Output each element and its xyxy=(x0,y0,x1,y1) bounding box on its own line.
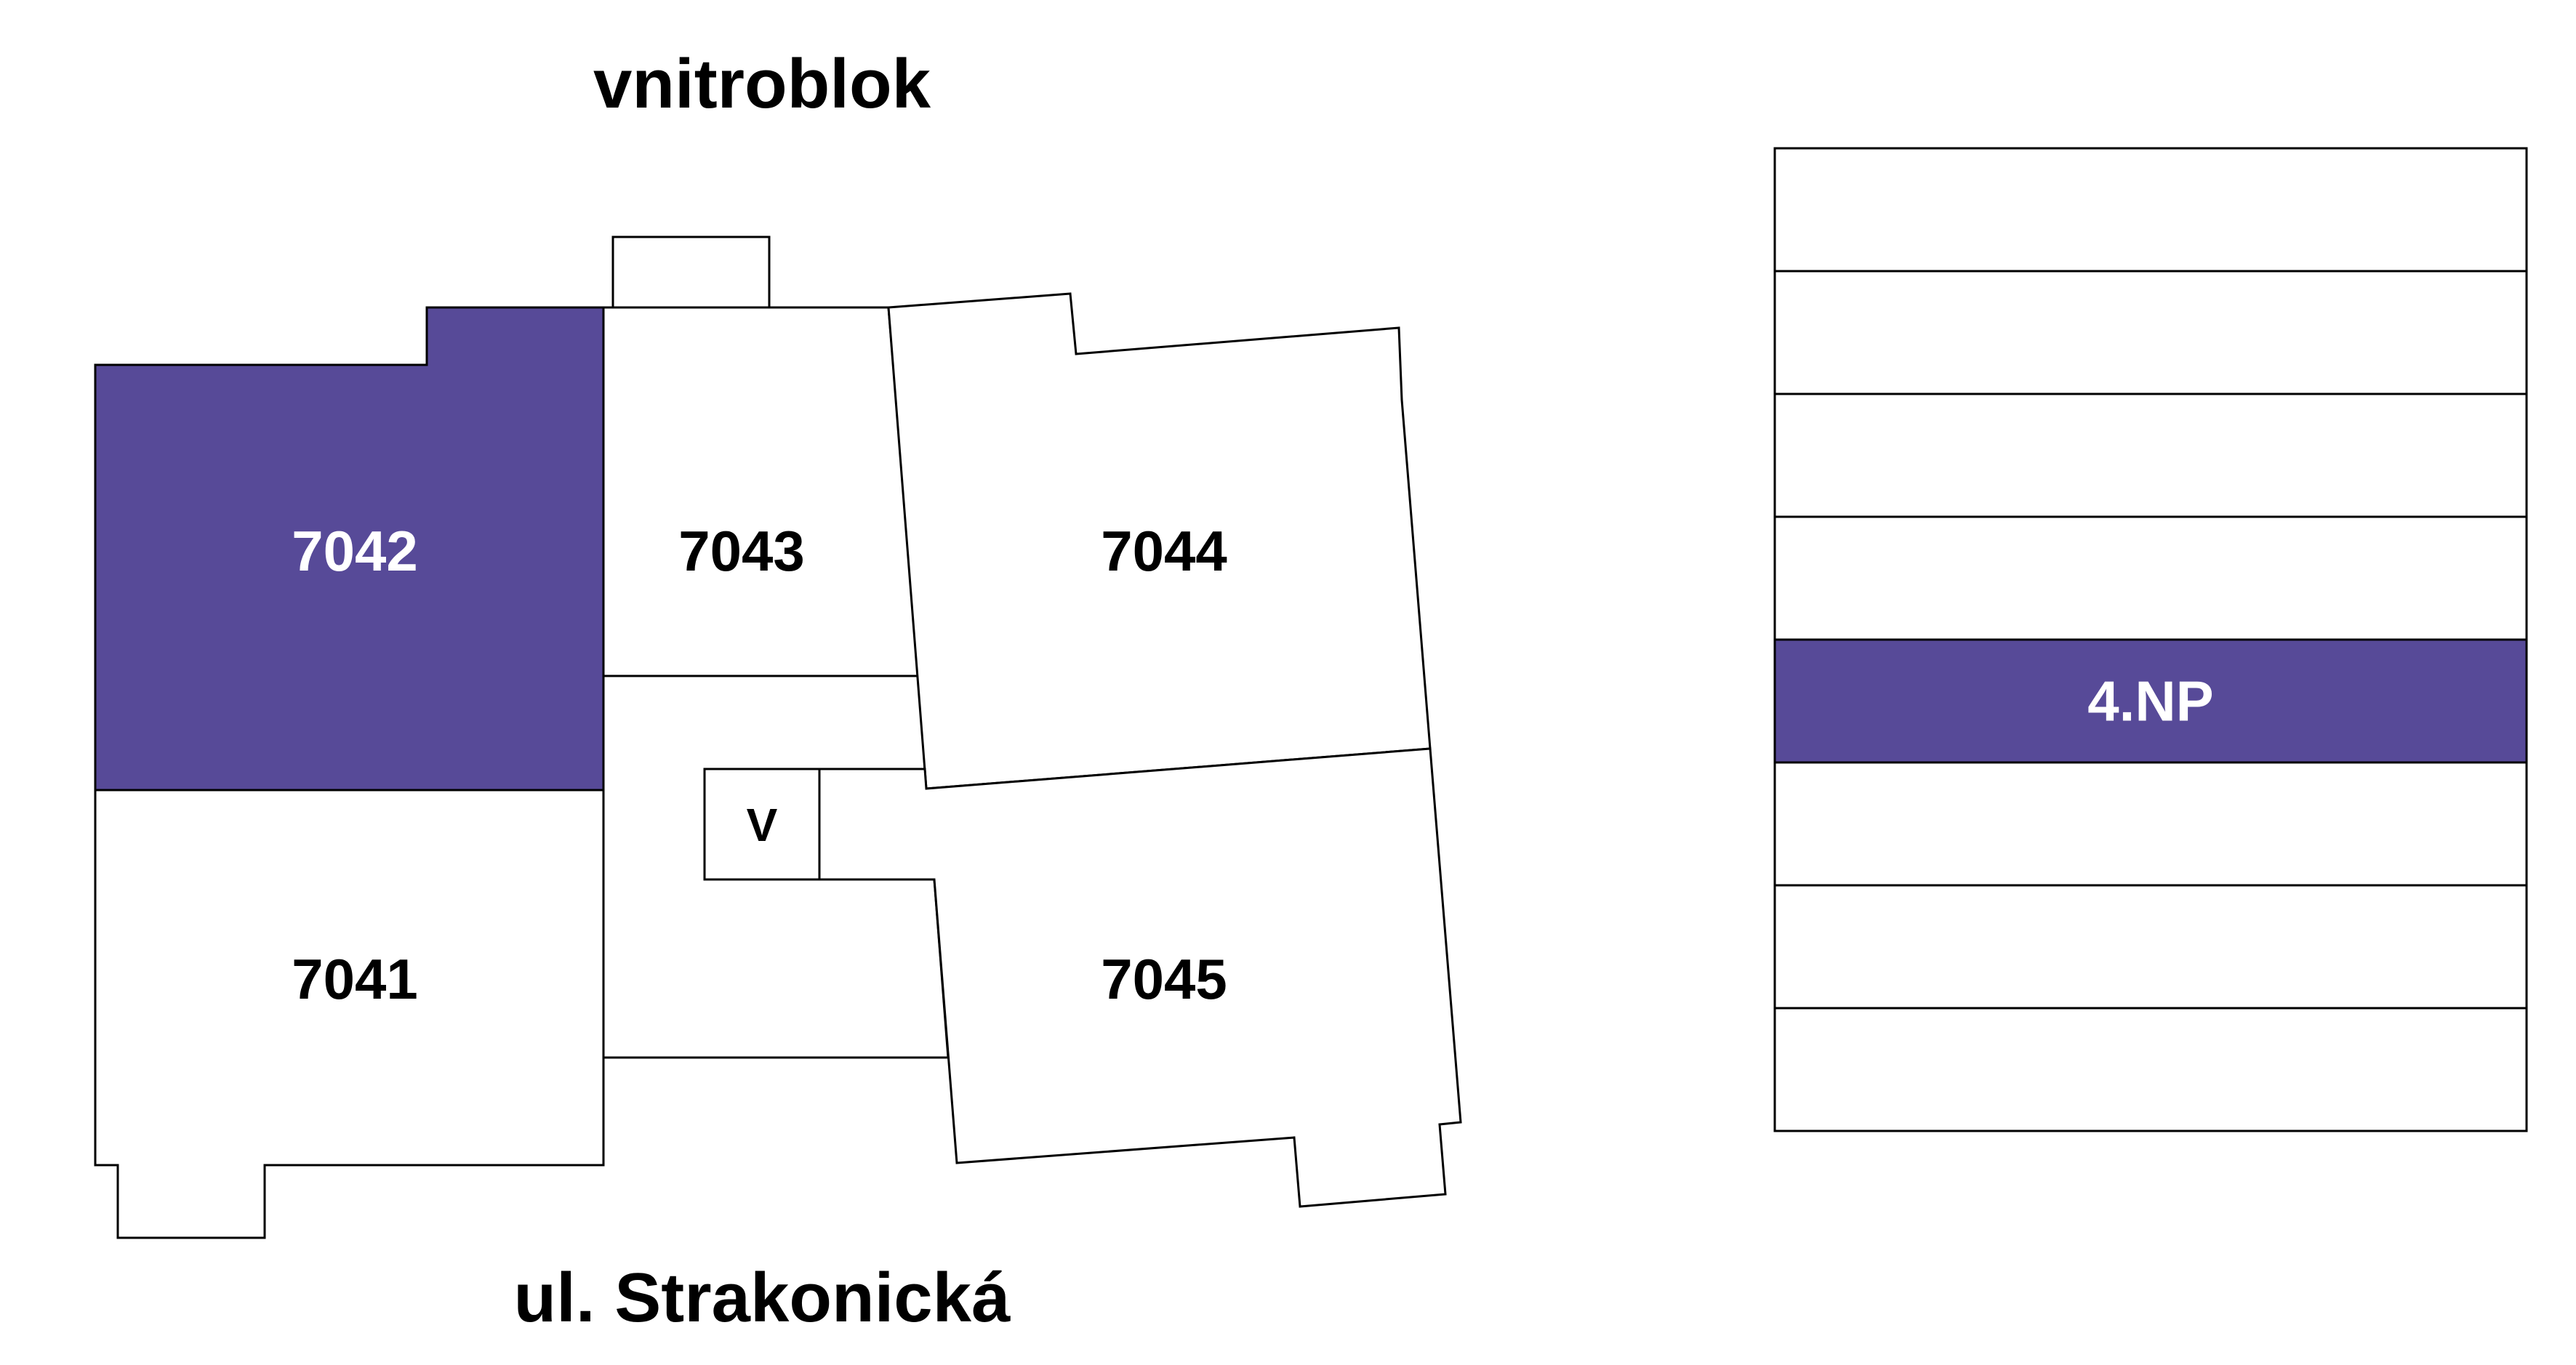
unit-7043[interactable]: 7043 xyxy=(602,306,920,677)
floor-row[interactable] xyxy=(1773,884,2528,1010)
floor-row[interactable] xyxy=(1773,392,2528,518)
unit-7043-shape[interactable] xyxy=(602,306,920,677)
floor-row[interactable] xyxy=(1773,1007,2528,1132)
floor-row-box[interactable] xyxy=(1773,761,2528,887)
unit-7041[interactable]: 7041 xyxy=(94,789,605,1239)
unit-7042-label: 7042 xyxy=(292,519,418,583)
floor-row-box[interactable] xyxy=(1773,884,2528,1010)
street-heading: ul. Strakonická xyxy=(514,1259,1011,1337)
floor-row-box[interactable] xyxy=(1773,392,2528,518)
floor-row-box[interactable] xyxy=(1773,515,2528,641)
floor-row[interactable] xyxy=(1773,270,2528,395)
floor-row[interactable] xyxy=(1773,761,2528,887)
floor-row[interactable] xyxy=(1773,147,2528,273)
unit-7045-shape[interactable] xyxy=(818,747,1462,1208)
elevator-label: V xyxy=(747,799,778,851)
unit-7043-label: 7043 xyxy=(678,519,805,583)
unit-7044-label: 7044 xyxy=(1101,519,1227,583)
floor-selector: 4.NP xyxy=(1773,147,2528,1132)
unit-7044[interactable]: 7044 xyxy=(887,292,1432,790)
elevator: V xyxy=(703,768,821,881)
floor-row-label: 4.NP xyxy=(2087,669,2213,733)
unit-7042[interactable]: 7042 xyxy=(94,306,605,792)
courtyard-heading: vnitroblok xyxy=(593,45,931,123)
unit-7045[interactable]: 7045 xyxy=(818,747,1462,1208)
floor-row-box[interactable] xyxy=(1773,147,2528,273)
floor-row-box[interactable] xyxy=(1773,1007,2528,1132)
floor-row-box[interactable] xyxy=(1773,270,2528,395)
floor-row[interactable]: 4.NP xyxy=(1773,638,2528,764)
unit-7041-label: 7041 xyxy=(292,947,418,1011)
floor-row[interactable] xyxy=(1773,515,2528,641)
unit-7041-shape[interactable] xyxy=(94,789,605,1239)
elevator-shaft xyxy=(703,768,821,881)
unit-7045-label: 7045 xyxy=(1101,947,1227,1011)
